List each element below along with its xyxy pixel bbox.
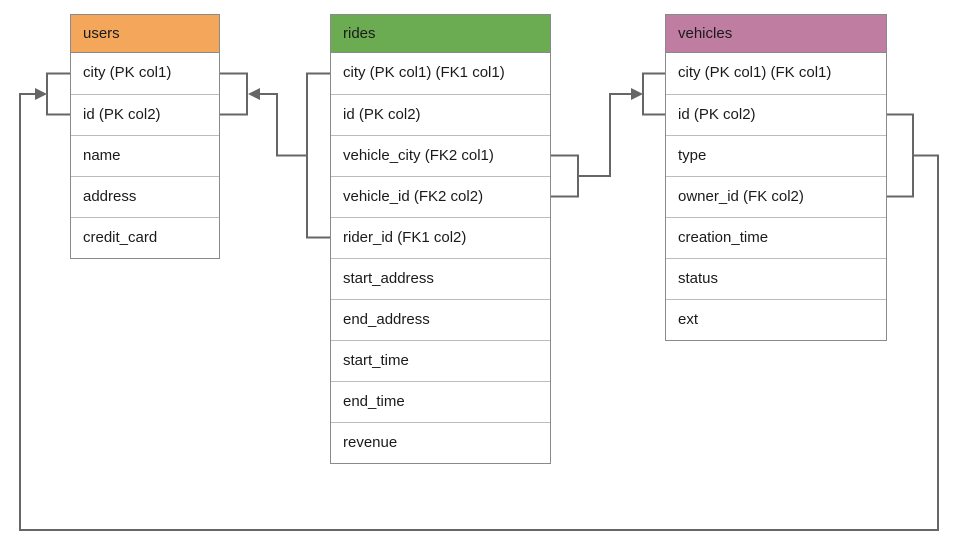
rides-fk2-bracket-right [551, 154, 579, 198]
table-vehicles-header: vehicles [666, 15, 886, 53]
rides-column: end_time [331, 381, 550, 422]
rides-column: revenue [331, 422, 550, 463]
rides-to-vehicles-elbow [578, 93, 631, 177]
rides-fk1-bracket-left [306, 72, 330, 239]
rides-column: city (PK col1) (FK1 col1) [331, 53, 550, 94]
vehicles-to-users-arrowhead [35, 88, 47, 100]
rides-to-users-arrowhead [248, 88, 260, 100]
vehicles-column: owner_id (FK col2) [666, 176, 886, 217]
relationship-rides-to-vehicles [551, 72, 665, 198]
vehicles-fk-bracket-right [887, 113, 914, 198]
vehicles-column: creation_time [666, 217, 886, 258]
vehicles-column: city (PK col1) (FK col1) [666, 53, 886, 94]
rides-column: rider_id (FK1 col2) [331, 217, 550, 258]
vehicles-column: id (PK col2) [666, 94, 886, 135]
users-column: id (PK col2) [71, 94, 219, 135]
users-pk-bracket-left [46, 72, 70, 116]
vehicles-pk-bracket-left [642, 72, 665, 116]
vehicles-column: status [666, 258, 886, 299]
users-column: city (PK col1) [71, 53, 219, 94]
rides-column: vehicle_city (FK2 col1) [331, 135, 550, 176]
table-vehicles-columns: city (PK col1) (FK col1)id (PK col2)type… [666, 53, 886, 340]
table-rides-columns: city (PK col1) (FK1 col1)id (PK col2)veh… [331, 53, 550, 463]
rides-to-users-elbow [260, 93, 307, 157]
rides-column: start_address [331, 258, 550, 299]
table-vehicles: vehicles city (PK col1) (FK col1)id (PK … [665, 14, 887, 341]
rides-column: vehicle_id (FK2 col2) [331, 176, 550, 217]
rides-column: start_time [331, 340, 550, 381]
vehicles-column: ext [666, 299, 886, 340]
table-users-header: users [71, 15, 219, 53]
rides-to-vehicles-arrowhead [631, 88, 643, 100]
users-column: address [71, 176, 219, 217]
rides-column: end_address [331, 299, 550, 340]
rides-column: id (PK col2) [331, 94, 550, 135]
vehicles-column: type [666, 135, 886, 176]
users-pk-bracket-right [220, 72, 248, 116]
users-column: name [71, 135, 219, 176]
table-rides-header: rides [331, 15, 550, 53]
users-column: credit_card [71, 217, 219, 258]
table-rides: rides city (PK col1) (FK1 col1)id (PK co… [330, 14, 551, 464]
relationship-rides-to-users [220, 72, 330, 239]
